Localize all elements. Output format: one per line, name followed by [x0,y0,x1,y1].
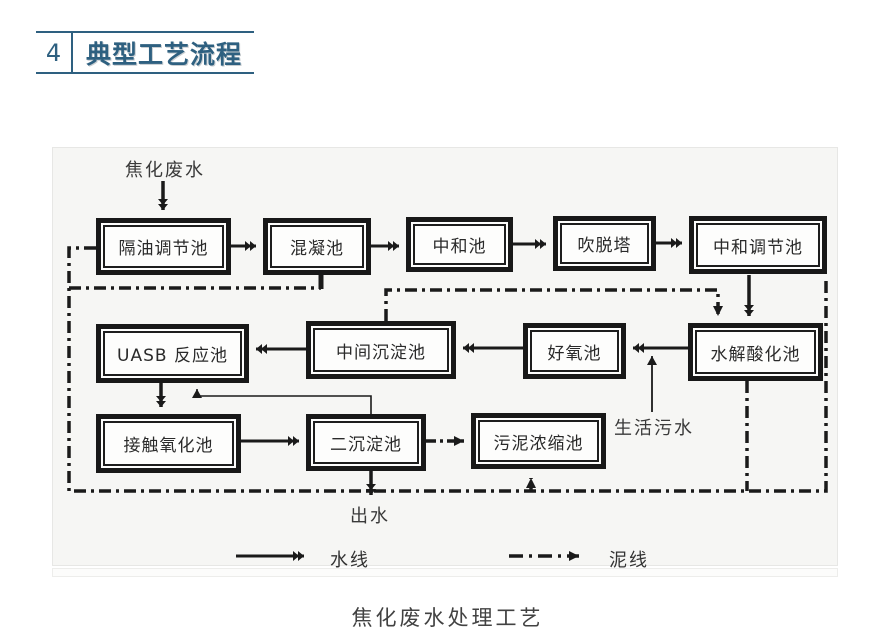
box-uasb-reactor: UASB 反应池 [96,324,249,383]
box-stripping-tower: 吹脱塔 [553,216,656,271]
section-header: 4 典型工艺流程 [36,31,254,74]
box-coagulation-tank: 混凝池 [263,218,371,275]
figure-caption: 焦化废水处理工艺 [351,606,544,630]
label-domestic-sewage: 生活污水 [614,418,694,439]
box-secondary-sedimentation-tank: 二沉淀池 [306,414,426,471]
source-label-coking-wastewater: 焦化废水 [125,160,205,181]
box-hydrolysis-acidification-tank: 水解酸化池 [688,323,823,381]
box-intermediate-sedimentation-tank: 中间沉淀池 [306,321,456,379]
box-label: 水解酸化池 [695,330,816,374]
box-neutralization-tank: 中和池 [406,217,513,272]
box-label: 混凝池 [270,225,364,268]
box-neutralization-regulating-tank: 中和调节池 [689,216,827,274]
box-label: 污泥浓缩池 [478,420,599,462]
label-effluent: 出水 [350,506,390,527]
box-label: 好氧池 [530,330,619,372]
section-number: 4 [36,33,73,72]
flow-lines-svg [67,181,828,561]
box-label: 中间沉淀池 [313,328,449,372]
section-title: 典型工艺流程 [86,39,243,69]
legend-sludge-line-label: 泥线 [609,550,649,571]
box-label: 二沉淀池 [313,421,419,464]
box-label: UASB 反应池 [103,331,242,376]
box-sludge-thickening-tank: 污泥浓缩池 [471,413,606,469]
box-label: 接触氧化池 [103,421,234,466]
box-label: 隔油调节池 [103,225,224,268]
box-label: 中和调节池 [696,223,820,267]
box-label: 吹脱塔 [560,223,649,264]
figure-bottom-strip [52,568,838,577]
box-label: 中和池 [413,224,506,265]
box-contact-oxidation-tank: 接触氧化池 [96,414,241,473]
box-aerobic-tank: 好氧池 [523,323,626,379]
legend-water-line-label: 水线 [330,550,370,571]
process-flow-figure: 焦化废水 隔油调节池 混凝池 中和池 吹脱塔 中和调节池 UASB 反应池 中间… [52,147,838,571]
box-oil-separation-regulating-tank: 隔油调节池 [96,218,231,275]
